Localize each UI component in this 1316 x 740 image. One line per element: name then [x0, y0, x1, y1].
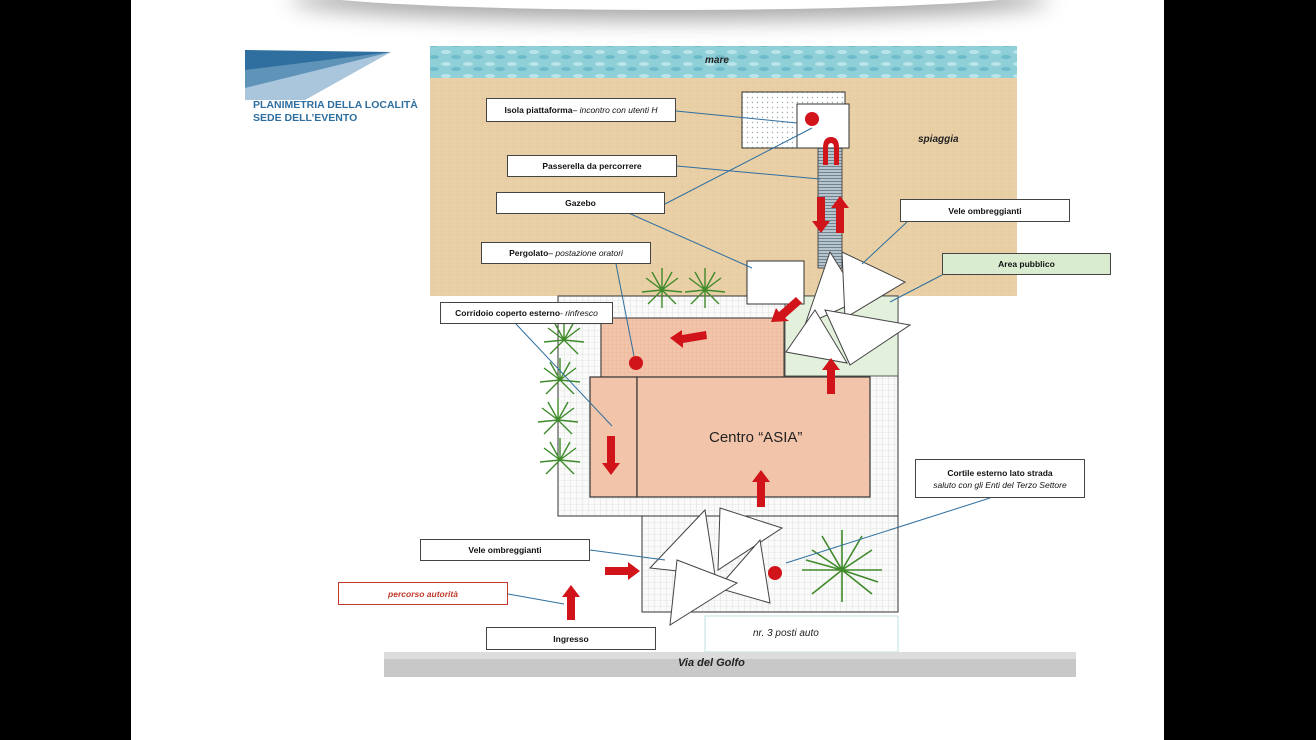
label-corridoio-bold: Corridoio coperto esterno	[455, 308, 561, 318]
arrow-walkway-up	[831, 196, 849, 233]
title-line-2: SEDE DELL’EVENTO	[253, 112, 358, 124]
label-isola-bold: Isola piattaforma	[504, 105, 573, 115]
label-passerella: Passerella da percorrere	[507, 155, 677, 177]
shade-sails-top	[785, 250, 912, 366]
title-corner-graphic	[245, 50, 391, 100]
title-line-1: PLANIMETRIA DELLA LOCALITÀ	[253, 99, 418, 111]
label-corridoio-italic: - rinfresco	[560, 308, 598, 318]
street-label: Via del Golfo	[678, 657, 745, 669]
label-passerella-text: Passerella da percorrere	[542, 161, 642, 171]
route-arrows	[562, 137, 849, 620]
label-vele-bottom-text: Vele ombreggianti	[468, 545, 542, 555]
arrow-building-up	[752, 470, 770, 507]
arrow-ingresso	[562, 585, 580, 620]
label-area-pubblico: Area pubblico	[942, 253, 1111, 275]
arrow-corridor-down	[602, 436, 620, 475]
parking-label: nr. 3 posti auto	[753, 628, 819, 639]
top-shadow	[290, 0, 1050, 10]
pergola-marker	[629, 356, 643, 370]
plants	[537, 268, 882, 602]
parking-area	[704, 615, 899, 653]
beach-label: spiaggia	[918, 134, 959, 145]
label-isola-piattaforma: Isola piattaforma – incontro con utenti …	[486, 98, 676, 122]
label-vele-bottom: Vele ombreggianti	[420, 539, 590, 561]
label-corridoio: Corridoio coperto esterno - rinfresco	[440, 302, 613, 324]
label-area-pubblico-text: Area pubblico	[998, 259, 1055, 269]
arrow-public-up	[822, 358, 840, 394]
arrow-walkway-down	[812, 197, 830, 233]
label-ingresso: Ingresso	[486, 627, 656, 650]
building-label: Centro “ASIA”	[709, 429, 803, 446]
label-cortile: Cortile esterno lato strada saluto con g…	[915, 459, 1085, 498]
arrow-courtyard-right	[605, 562, 640, 580]
label-vele-top-text: Vele ombreggianti	[948, 205, 1022, 216]
label-ingresso-text: Ingresso	[553, 633, 589, 644]
label-isola-italic: – incontro con utenti H	[572, 105, 658, 115]
courtyard-marker	[768, 566, 782, 580]
leader-lines	[507, 110, 991, 605]
arrow-pergola-left	[670, 330, 707, 348]
label-vele-top: Vele ombreggianti	[900, 199, 1070, 222]
label-gazebo: Gazebo	[496, 192, 665, 214]
label-pergolato: Pergolato – postazione oratori	[481, 242, 651, 264]
street-band	[384, 652, 1076, 659]
building-asia	[636, 376, 871, 498]
arrow-u-turn	[823, 137, 839, 165]
platform-gazebo	[796, 103, 850, 149]
arrow-gazebo-diag	[771, 297, 802, 322]
label-percorso-autorita: percorso autorità	[338, 582, 508, 605]
platform-marker	[805, 112, 819, 126]
label-pergolato-bold: Pergolato	[509, 248, 549, 258]
sea-area	[430, 46, 1017, 78]
page-title: PLANIMETRIA DELLA LOCALITÀ SEDE DELL’EVE…	[253, 99, 418, 125]
label-gazebo-text: Gazebo	[565, 198, 596, 208]
label-pergolato-italic: – postazione oratori	[548, 248, 623, 258]
sea-label: mare	[705, 55, 729, 66]
label-cortile-line1: Cortile esterno lato strada	[947, 467, 1053, 478]
shade-sails-bottom	[648, 507, 784, 626]
gazebo	[746, 260, 805, 305]
label-cortile-line2: saluto con gli Enti del Terzo Settore	[933, 479, 1067, 490]
